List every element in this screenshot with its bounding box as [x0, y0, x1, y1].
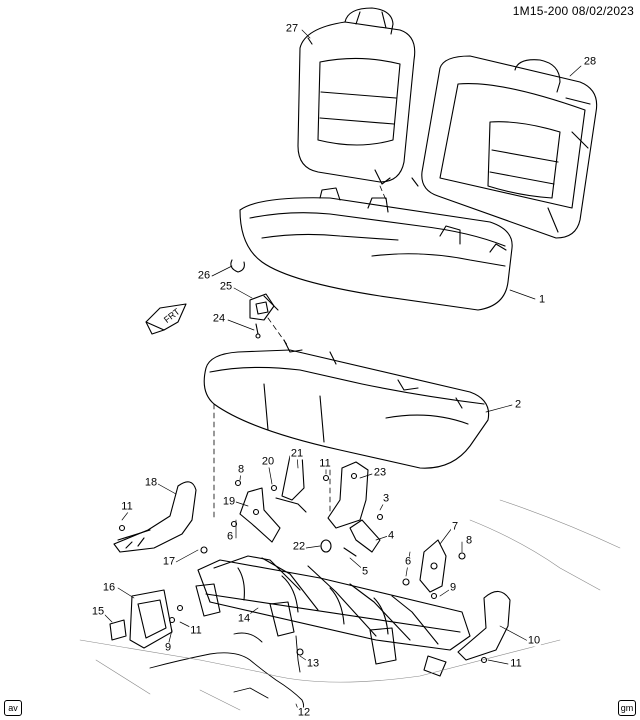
callout-7: 7: [450, 520, 460, 533]
latch-cover-drawing: [249, 293, 279, 339]
callout-22: 22: [291, 540, 307, 553]
callout-21: 21: [289, 447, 305, 460]
callout-25: 25: [218, 280, 234, 293]
callout-4: 4: [386, 529, 396, 542]
seat-back-right-drawing: [411, 55, 598, 239]
callout-8: 8: [464, 534, 474, 547]
side-panel-drawing: [129, 589, 173, 649]
callout-3: 3: [381, 492, 391, 505]
seat-frame-drawing: [197, 555, 471, 651]
callout-6: 6: [403, 555, 413, 568]
fastener-drawings: [118, 474, 488, 664]
callout-11: 11: [189, 624, 203, 637]
callout-13: 13: [305, 657, 321, 670]
latch-drawing: [343, 519, 381, 557]
callout-9: 9: [448, 581, 458, 594]
callout-23: 23: [372, 466, 388, 479]
callout-24: 24: [211, 312, 227, 325]
callout-11: 11: [509, 657, 523, 670]
callout-16: 16: [101, 581, 117, 594]
callout-11: 11: [318, 457, 332, 470]
seat-pad-drawing: [203, 339, 490, 469]
alignment-lines-drawing: [213, 185, 387, 521]
callout-18: 18: [143, 476, 159, 489]
side-trim-right-drawing: [457, 590, 511, 661]
callout-8: 8: [236, 463, 246, 476]
grommet-drawing: [320, 539, 332, 553]
callout-27: 27: [284, 22, 300, 35]
callout-10: 10: [526, 634, 542, 647]
callout-1: 1: [537, 293, 547, 306]
belt-buckle-drawing: [270, 453, 307, 513]
recliner-bracket-drawing: [419, 539, 447, 593]
end-cap-drawing: [109, 619, 127, 641]
callout-26: 26: [196, 269, 212, 282]
hinge-plate-drawing: [327, 461, 369, 529]
callout-12: 12: [296, 706, 312, 719]
callout-20: 20: [260, 455, 276, 468]
callout-9: 9: [163, 641, 173, 654]
callout-6: 6: [225, 530, 235, 543]
wiring-harness-drawing: [149, 632, 305, 713]
callout-19: 19: [221, 495, 237, 508]
callout-2: 2: [513, 398, 523, 411]
seat-back-left-drawing: [297, 7, 416, 185]
side-trim-left-drawing: [113, 481, 197, 553]
callout-5: 5: [360, 565, 370, 578]
diagram-reference: 1M15-200 08/02/2023: [512, 4, 634, 18]
bracket-drawing: [239, 487, 281, 543]
callout-15: 15: [90, 605, 106, 618]
av-badge: av: [4, 700, 22, 716]
callout-11: 11: [120, 500, 134, 513]
callout-17: 17: [161, 555, 177, 568]
gm-badge: gm: [618, 700, 636, 716]
frame-leg-drawings: [195, 583, 447, 677]
callout-14: 14: [236, 612, 252, 625]
seat-cushion-drawing: [239, 187, 513, 311]
floor-sketch-drawing: [79, 499, 621, 711]
front-direction-arrow-drawing: [145, 303, 187, 335]
clip-drawing: [230, 259, 245, 273]
callout-28: 28: [582, 55, 598, 68]
